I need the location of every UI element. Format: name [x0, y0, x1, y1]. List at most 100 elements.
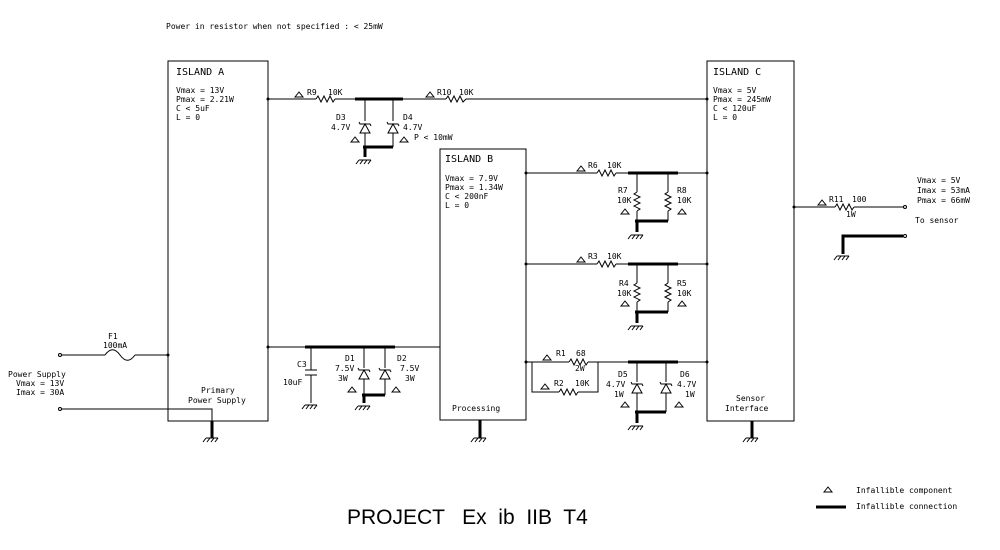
island-b-box	[439, 148, 527, 421]
island-c-spec: Vmax = 5V	[713, 86, 757, 95]
r6-ref: R6	[588, 161, 598, 170]
resistor-r8-symbol	[663, 191, 673, 212]
r7-ref: R7	[618, 186, 628, 195]
resistor-r4-symbol	[632, 282, 642, 303]
r5-ref: R5	[677, 279, 687, 288]
resistor-r9-symbol	[315, 94, 336, 104]
infallible-marker-icon	[294, 91, 304, 98]
r8-value: 10K	[677, 196, 692, 205]
power-supply-vmax: Vmax = 13V	[16, 379, 64, 388]
zener-d6-symbol	[659, 381, 673, 394]
legend-component-label: Infallible component	[856, 486, 953, 495]
resistor-r10-symbol	[445, 94, 467, 104]
infallible-marker-icon	[674, 401, 684, 408]
r4-ref: R4	[619, 279, 629, 288]
infallible-marker-icon	[576, 256, 586, 263]
ground-icon	[202, 437, 219, 443]
ground-icon	[470, 437, 487, 443]
d4-value: 4.7V	[403, 123, 422, 132]
island-a-box	[167, 60, 269, 422]
infallible-marker-icon	[620, 208, 630, 215]
power-supply-label: Power Supply	[8, 370, 66, 379]
r8-ref: R8	[677, 186, 687, 195]
r4-value: 10K	[617, 289, 632, 298]
infallible-marker-icon	[425, 91, 435, 98]
to-sensor-label: To sensor	[915, 216, 959, 225]
d5-power: 1W	[614, 390, 624, 399]
d5-ref: D5	[618, 370, 628, 379]
infallible-marker-icon	[399, 136, 409, 143]
r10-value: 10K	[459, 88, 474, 97]
d2-power: 3W	[405, 374, 415, 383]
d5-value: 4.7V	[606, 380, 625, 389]
d3-ref: D3	[336, 113, 346, 122]
d1-power: 3W	[338, 374, 348, 383]
island-a-spec: Pmax = 2.21W	[176, 95, 234, 104]
ground-icon	[301, 404, 318, 410]
f1-ref: F1	[108, 332, 118, 341]
ground-icon	[354, 405, 371, 411]
island-b-spec: C < 200nF	[445, 192, 489, 201]
resistor-r2-symbol	[558, 387, 579, 397]
island-c-spec: L = 0	[713, 113, 737, 122]
d3-value: 4.7V	[331, 123, 350, 132]
infallible-marker-icon	[817, 199, 827, 206]
d2-ref: D2	[397, 354, 407, 363]
resistor-r1-symbol	[568, 357, 589, 367]
island-c-name: ISLAND C	[713, 67, 761, 78]
zener-d1-symbol	[357, 367, 371, 380]
infallible-marker-icon	[576, 165, 586, 172]
d2-value: 7.5V	[400, 364, 419, 373]
d1-ref: D1	[345, 354, 355, 363]
island-a-footer: Power Supply	[188, 396, 246, 405]
r11-value: 100	[852, 195, 867, 204]
island-c-spec: Pmax = 245mW	[713, 95, 771, 104]
zener-d4-symbol	[386, 121, 400, 134]
island-b-spec: Pmax = 1.34W	[445, 183, 503, 192]
ground-icon	[627, 234, 644, 240]
r1-ref: R1	[556, 349, 566, 358]
resistor-r11-symbol	[834, 202, 855, 212]
infallible-marker-icon	[620, 401, 630, 408]
legend-connection-label: Infallible connection	[856, 502, 957, 511]
island-b-footer: Processing	[452, 404, 500, 413]
zener-d5-symbol	[630, 381, 644, 394]
project-title: PROJECT Ex ib IIB T4	[347, 506, 588, 529]
d4-ref: D4	[403, 113, 413, 122]
resistor-r5-symbol	[663, 282, 673, 303]
r11-ref: R11	[829, 195, 844, 204]
r10-ref: R10	[437, 88, 452, 97]
d1-value: 7.5V	[335, 364, 354, 373]
zener-d3-symbol	[358, 121, 372, 134]
output-terminal	[903, 234, 907, 238]
ground-icon	[833, 255, 850, 261]
island-c-spec: C < 120uF	[713, 104, 757, 113]
output-imax: Imax = 53mA	[917, 186, 970, 195]
infallible-connection	[841, 234, 903, 254]
legend-infallible-component-icon	[823, 486, 833, 493]
f1-value: 100mA	[103, 341, 127, 350]
top-note: Power in resistor when not specified : <…	[166, 22, 383, 31]
island-a-spec: L = 0	[176, 113, 200, 122]
r6-value: 10K	[607, 161, 622, 170]
r11-power: 1W	[846, 210, 856, 219]
r7-value: 10K	[617, 196, 632, 205]
d4-note: P < 10mW	[414, 133, 453, 142]
r1-power: 2W	[575, 364, 585, 373]
r5-value: 10K	[677, 289, 692, 298]
ground-icon	[742, 437, 759, 443]
island-a-spec: C < 5uF	[176, 104, 210, 113]
island-a-spec: Vmax = 13V	[176, 86, 224, 95]
infallible-marker-icon	[620, 300, 630, 307]
island-a-footer: Primary	[201, 386, 235, 395]
resistor-r7-symbol	[632, 191, 642, 212]
island-a-name: ISLAND A	[176, 67, 224, 78]
ground-icon	[627, 425, 644, 431]
r9-ref: R9	[307, 88, 317, 97]
d6-value: 4.7V	[677, 380, 696, 389]
output-vmax: Vmax = 5V	[917, 176, 961, 185]
island-c-footer: Interface	[725, 404, 769, 413]
infallible-marker-icon	[350, 136, 360, 143]
r1-value: 68	[576, 349, 586, 358]
